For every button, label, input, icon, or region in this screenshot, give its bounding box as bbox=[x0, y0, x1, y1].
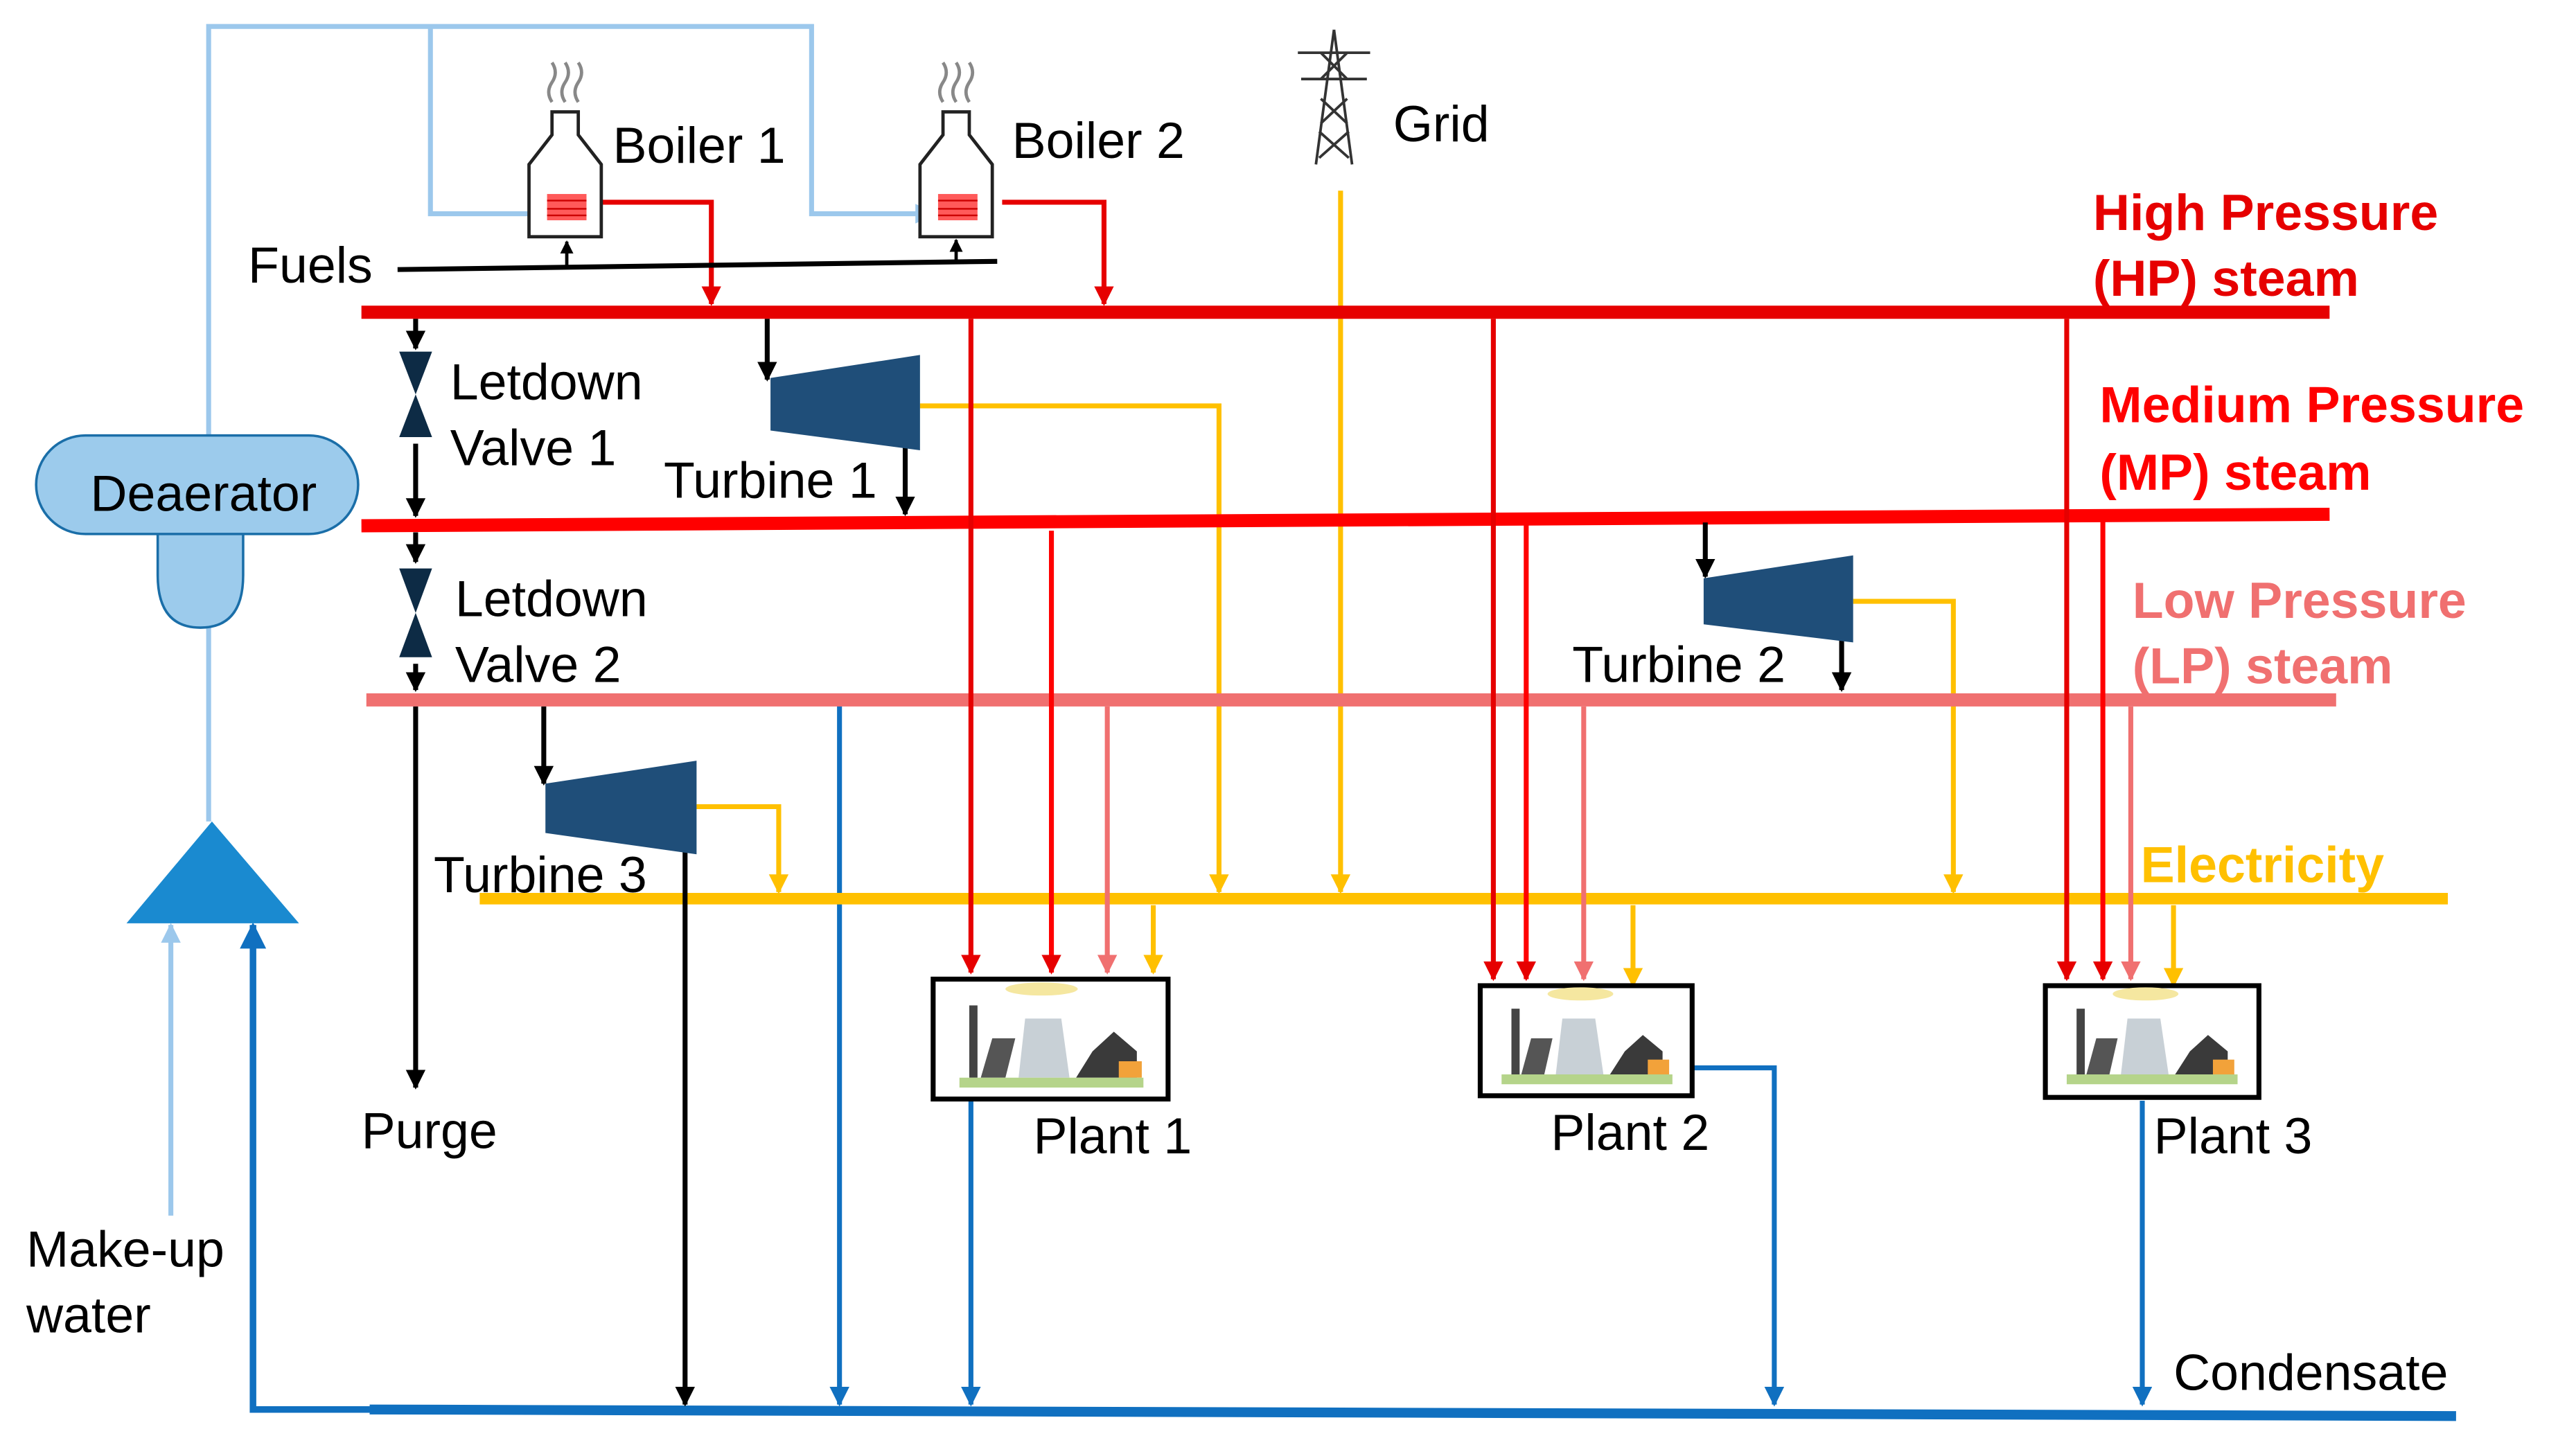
grid-label: Grid bbox=[1393, 95, 1490, 152]
mp-steam-header bbox=[361, 507, 2330, 533]
hp-header-label-line1: High Pressure bbox=[2093, 184, 2438, 241]
process-lines bbox=[397, 238, 1852, 1407]
plant1 bbox=[930, 976, 1171, 1102]
plant1-label: Plant 1 bbox=[1033, 1107, 1192, 1164]
letdown2-label-line2: Valve 2 bbox=[455, 635, 621, 693]
feedwater-trunk bbox=[206, 24, 935, 822]
letdown1-label-line2: Valve 1 bbox=[450, 418, 617, 476]
turbine1-label: Turbine 1 bbox=[664, 452, 877, 509]
letdown2-label-line1: Letdown bbox=[455, 569, 648, 627]
boiler1-steam bbox=[601, 200, 721, 306]
deaerator-icon bbox=[35, 434, 360, 629]
steam-to-plants bbox=[961, 319, 2141, 982]
hp-header-label-line2: (HP) steam bbox=[2093, 249, 2359, 307]
boiler2-label: Boiler 2 bbox=[1012, 112, 1185, 169]
feedwater-lines bbox=[161, 24, 935, 1216]
boiler2-icon bbox=[918, 62, 994, 239]
boiler1-label: Boiler 1 bbox=[612, 116, 785, 174]
makeup-water-label-line1: Make-up bbox=[26, 1220, 224, 1277]
condensate-header-label: Condensate bbox=[2173, 1343, 2448, 1401]
plant3-label: Plant 3 bbox=[2154, 1107, 2313, 1164]
letdown1-label-line1: Letdown bbox=[450, 353, 643, 410]
boiler-outputs bbox=[601, 200, 1114, 306]
condensate-header bbox=[369, 1404, 2456, 1421]
fuels-label: Fuels bbox=[248, 236, 373, 294]
lp-header-label-line1: Low Pressure bbox=[2133, 571, 2467, 629]
feedwater-branch-boiler1 bbox=[427, 26, 548, 224]
plant2-label: Plant 2 bbox=[1551, 1103, 1709, 1161]
turbine3-power bbox=[696, 804, 789, 894]
condensate-return-to-pump bbox=[240, 922, 370, 1413]
turbine2-icon bbox=[1703, 555, 1853, 643]
turbine1-icon bbox=[770, 355, 920, 450]
turbine2-label: Turbine 2 bbox=[1572, 635, 1785, 693]
boiler2-steam bbox=[1002, 200, 1114, 306]
boiler1-icon bbox=[527, 62, 603, 239]
deaerator-label: Deaerator bbox=[90, 465, 317, 522]
transmission-tower-icon bbox=[1298, 29, 1370, 165]
condensate-network bbox=[240, 703, 2456, 1421]
turbine1-power bbox=[919, 403, 1229, 894]
turbine2-power bbox=[1853, 599, 1964, 894]
plant3 bbox=[2043, 983, 2261, 1100]
fuels-line bbox=[397, 258, 998, 272]
plant3-factory-icon bbox=[2066, 987, 2238, 1085]
makeup-water-label-line2: water bbox=[26, 1286, 151, 1343]
turbine3-icon bbox=[545, 761, 697, 855]
plant2 bbox=[1477, 983, 1695, 1099]
letdown-valve2-icon bbox=[399, 568, 432, 657]
mp-header-label-line2: (MP) steam bbox=[2099, 443, 2371, 501]
electricity-header-label: Electricity bbox=[2141, 836, 2384, 894]
turbine3-label: Turbine 3 bbox=[434, 846, 647, 903]
letdown-valve1-icon bbox=[399, 351, 432, 437]
purge-label: Purge bbox=[362, 1102, 497, 1160]
pump-icon bbox=[126, 821, 299, 923]
plant2-condensate bbox=[1692, 1065, 1785, 1407]
lp-header-label-line2: (LP) steam bbox=[2133, 637, 2393, 695]
plant2-factory-icon bbox=[1501, 987, 1673, 1085]
plant1-factory-icon bbox=[959, 982, 1144, 1088]
mp-header-label-line1: Medium Pressure bbox=[2099, 376, 2524, 434]
